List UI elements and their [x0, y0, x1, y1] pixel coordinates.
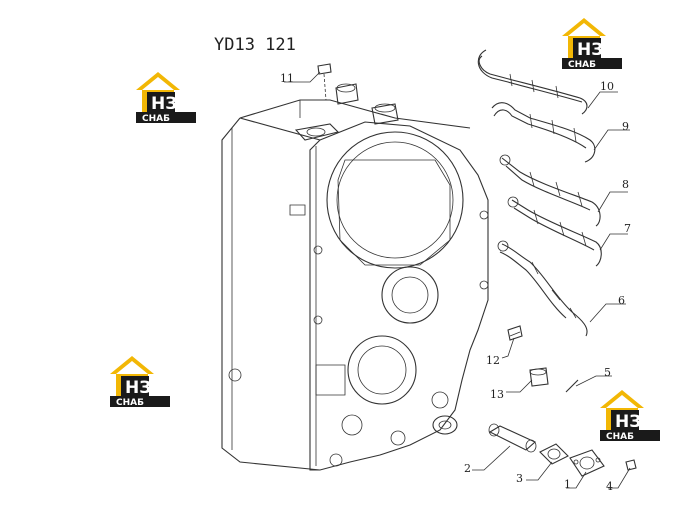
callout-4: 4 [606, 480, 613, 493]
callout-3: 3 [516, 472, 523, 485]
svg-text:СНАБ: СНАБ [142, 114, 170, 124]
diagram-title: YD13 121 [214, 35, 296, 55]
svg-text:НЗ: НЗ [125, 378, 151, 398]
pipe-part-7 [507, 196, 602, 267]
pin-part-5 [565, 379, 579, 393]
callout-9: 9 [622, 120, 629, 133]
gasket-part-3 [539, 443, 569, 465]
svg-text:СНАБ: СНАБ [568, 60, 596, 70]
leader-lines [284, 71, 631, 489]
svg-text:НЗ: НЗ [151, 94, 177, 114]
pipe-part-8 [499, 154, 601, 227]
callout-10: 10 [600, 80, 614, 93]
gearbox-housing [221, 83, 489, 471]
callout-12: 12 [486, 354, 500, 367]
callout-1: 1 [564, 478, 571, 491]
svg-text:СНАБ: СНАБ [606, 432, 634, 442]
callout-2: 2 [464, 462, 471, 475]
valve-part-13 [529, 367, 549, 387]
callout-8: 8 [622, 178, 629, 191]
pipe-part-6 [497, 240, 588, 337]
svg-text:СНАБ: СНАБ [116, 398, 144, 408]
pipe-part-10 [477, 49, 588, 115]
pipe-part-9 [491, 102, 596, 163]
callout-labels: 1 2 3 4 5 6 7 8 9 10 11 12 13 [280, 72, 631, 493]
svg-text:НЗ: НЗ [615, 412, 641, 432]
callout-5: 5 [604, 366, 611, 379]
brand-logo-bottom-right: НЗ СНАБ [600, 390, 660, 442]
brand-logo-top-left: НЗ СНАБ [136, 72, 196, 124]
brand-logo-top-right: НЗ СНАБ [562, 18, 622, 70]
tube-part-2 [488, 423, 537, 453]
callout-6: 6 [618, 294, 625, 307]
fitting-part-12 [507, 325, 523, 341]
screw-part-4 [625, 459, 637, 471]
brand-logo-bottom-left: НЗ СНАБ [110, 356, 170, 408]
svg-text:НЗ: НЗ [577, 40, 603, 60]
callout-13: 13 [490, 388, 504, 401]
callout-11: 11 [280, 72, 294, 85]
callout-7: 7 [624, 222, 631, 235]
flange-part-1 [569, 449, 605, 477]
bolt-part-11 [317, 63, 332, 101]
